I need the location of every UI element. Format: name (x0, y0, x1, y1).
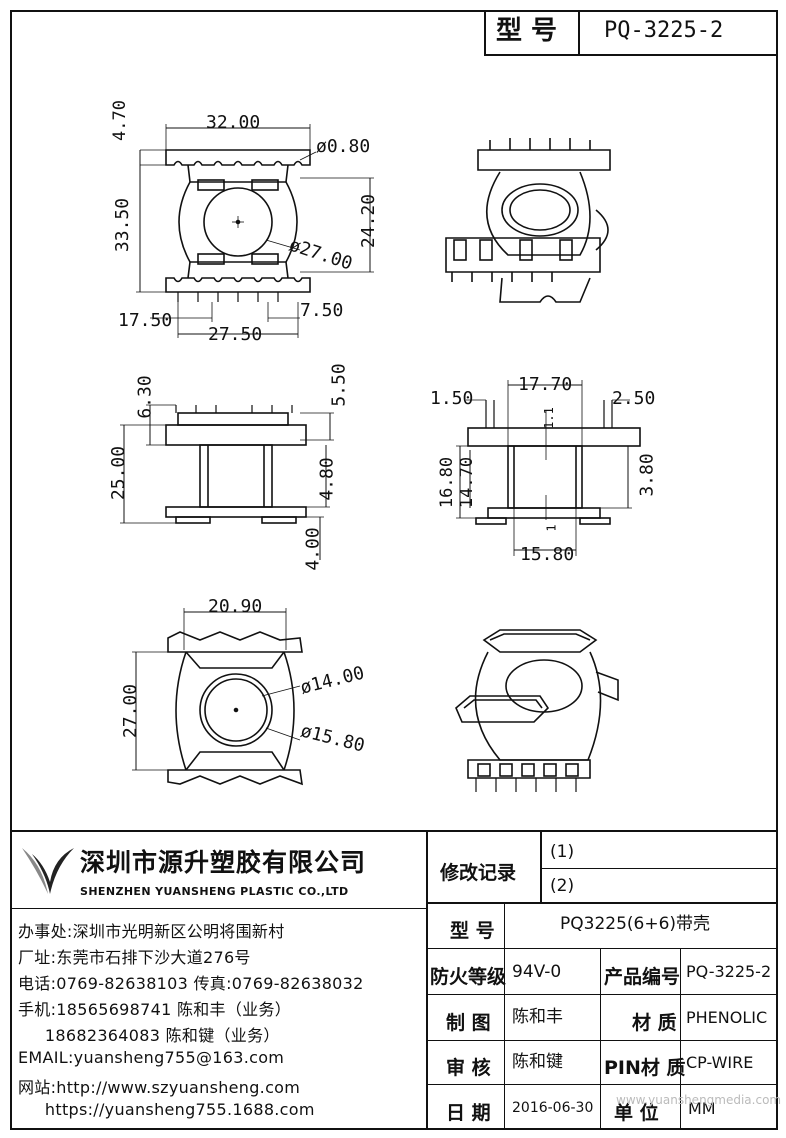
company-name-en: SHENZHEN YUANSHENG PLASTIC CO.,LTD (80, 885, 349, 898)
company-logo (22, 848, 74, 894)
spec-drawn-value: 陈和丰 (512, 1007, 563, 1027)
header-model-label: 型 号 (496, 16, 558, 46)
dim-front-left-off: 1.50 (430, 388, 474, 409)
spec-model-value: PQ3225(6+6)带壳 (560, 914, 711, 934)
spec-pin-label: PIN材 质 (604, 1057, 686, 1079)
spec-check-value: 陈和键 (512, 1052, 563, 1072)
company-phone: 电话:0769-82638103 传真:0769-82638032 (18, 974, 364, 993)
company-website-1: 网站:http://www.szyuansheng.com (18, 1078, 301, 1097)
spec-unit-label: 单 位 (614, 1102, 659, 1124)
dim-top-height-left: 33.50 (112, 197, 134, 253)
dim-top-pin-dia: ø0.80 (316, 136, 371, 157)
dim-front-slot-bottom: 1 (544, 524, 559, 532)
dim-top-pin-span-left: 17.50 (118, 310, 173, 331)
revision-label: 修改记录 (440, 862, 517, 884)
dim-front-core-width: 17.70 (518, 374, 573, 395)
dim-side-bottom: 4.00 (302, 527, 324, 571)
header-model-value: PQ-3225-2 (604, 18, 724, 43)
dim-top-pin-span-total: 27.50 (208, 324, 263, 345)
front-view (456, 380, 641, 556)
spec-material-label: 材 质 (632, 1012, 677, 1034)
dim-top-pin-span-right: 7.50 (300, 300, 344, 321)
company-office: 办事处:深圳市光明新区公明将围新村 (18, 922, 285, 941)
dim-front-h1: 16.80 (437, 456, 458, 509)
spec-fire-label: 防火等级 (430, 966, 507, 988)
dim-bottom-height: 27.00 (120, 683, 142, 739)
top-view (136, 124, 374, 338)
dim-side-flange: 4.80 (316, 457, 338, 501)
company-mobile-2: 18682364083 陈和键（业务） (18, 1026, 280, 1045)
revision-row-2: (2) (550, 876, 575, 896)
header-model-box (484, 10, 776, 56)
spec-check-label: 审 核 (446, 1057, 491, 1079)
bottom-view (132, 608, 303, 786)
dim-front-h3: 3.80 (636, 453, 658, 497)
spec-code-label: 产品编号 (604, 966, 681, 988)
dim-front-h2: 14.70 (457, 456, 478, 509)
isometric-view-bottom (455, 629, 619, 792)
isometric-view-top (445, 138, 611, 303)
spec-code-value: PQ-3225-2 (686, 962, 772, 981)
dim-top-width: 32.00 (206, 112, 261, 133)
spec-date-label: 日 期 (446, 1102, 491, 1124)
dim-side-pin-len: 6.30 (134, 375, 156, 419)
spec-model-label: 型 号 (450, 920, 495, 942)
spec-unit-value: MM (688, 1099, 716, 1118)
company-factory: 厂址:东莞市石排下沙大道276号 (18, 948, 251, 967)
dim-side-pin-len-right: 5.50 (328, 363, 350, 407)
dim-front-right-off: 2.50 (612, 388, 656, 409)
company-website-2: https://yuansheng755.1688.com (18, 1100, 315, 1119)
revision-row-1: (1) (550, 842, 575, 862)
spec-material-value: PHENOLIC (686, 1008, 768, 1027)
dim-top-height-right: 24.20 (358, 193, 380, 249)
company-email: EMAIL:yuansheng755@163.com (18, 1048, 285, 1067)
company-mobile-1: 手机:18565698741 陈和丰（业务） (18, 1000, 292, 1019)
dim-bottom-width: 20.90 (208, 596, 263, 617)
technical-drawing (120, 124, 641, 792)
dim-top-pitch: 4.70 (109, 100, 130, 141)
dim-side-overall: 25.00 (108, 445, 130, 501)
spec-date-value: 2016-06-30 (512, 1100, 594, 1116)
dim-front-base-width: 15.80 (520, 544, 575, 565)
side-view (120, 404, 334, 560)
spec-drawn-label: 制 图 (446, 1012, 491, 1034)
spec-pin-value: CP-WIRE (686, 1053, 754, 1072)
watermark: www.yuanshengmedia.com (616, 1093, 782, 1107)
company-name-cn: 深圳市源升塑胶有限公司 (80, 848, 367, 877)
title-block-top (10, 830, 776, 832)
sheet-border (10, 10, 778, 1130)
spec-fire-value: 94V-0 (512, 962, 562, 982)
dim-front-slot-top: 1.1 (541, 407, 556, 429)
